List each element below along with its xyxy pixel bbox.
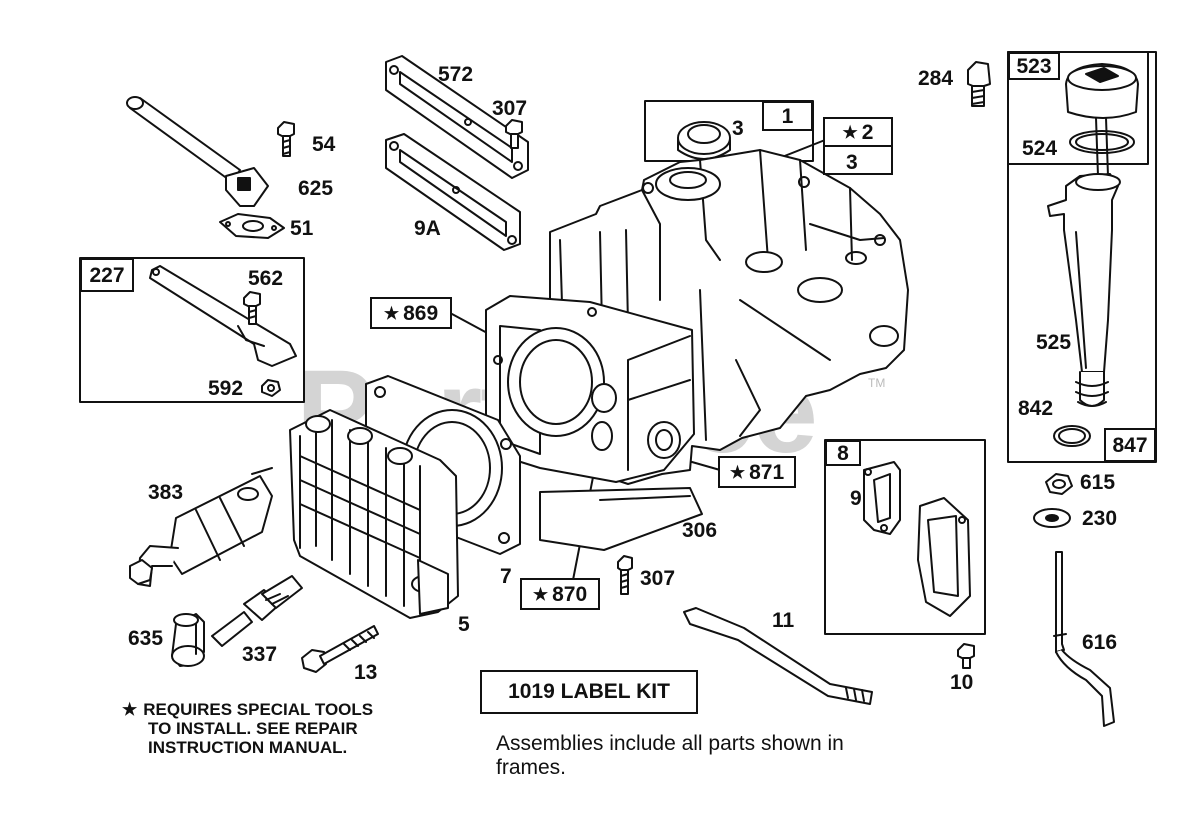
label-kit-box: 1019 LABEL KIT bbox=[480, 670, 698, 714]
part-615-nut bbox=[1045, 473, 1073, 495]
assemblies-note: Assemblies include all parts shown in fr… bbox=[496, 732, 844, 779]
part-625-tube bbox=[126, 96, 269, 207]
callout-871: ★871 bbox=[718, 456, 796, 488]
callout-562: 562 bbox=[248, 267, 284, 290]
frame-227 bbox=[79, 257, 305, 403]
callout-870: ★870 bbox=[520, 578, 600, 610]
part-572-gasket bbox=[385, 55, 529, 179]
part-869-plate bbox=[485, 295, 695, 483]
note-star: ★ bbox=[122, 700, 138, 719]
part-13-bolt bbox=[301, 625, 379, 673]
part-307-bolt-lower bbox=[617, 555, 633, 595]
part-842-oring bbox=[1053, 425, 1091, 447]
frame-8 bbox=[824, 439, 986, 635]
part-525-tube bbox=[1047, 173, 1121, 407]
callout-9: 9 bbox=[850, 487, 862, 510]
callout-307-lower: 307 bbox=[640, 567, 676, 590]
callout-284: 284 bbox=[918, 67, 954, 90]
callout-7: 7 bbox=[500, 565, 512, 588]
part-616-link bbox=[1053, 551, 1115, 727]
callout-2: ★2 bbox=[823, 117, 893, 147]
part-284-bolt bbox=[967, 61, 991, 107]
part-230-washer bbox=[1033, 508, 1071, 528]
callout-306: 306 bbox=[682, 519, 718, 542]
callout-616: 616 bbox=[1082, 631, 1118, 654]
callout-230: 230 bbox=[1082, 507, 1118, 530]
callout-383: 383 bbox=[148, 481, 184, 504]
part-562-bracket bbox=[149, 265, 297, 367]
callout-8: 8 bbox=[825, 440, 861, 466]
part-635-boot bbox=[171, 613, 205, 667]
part-307-bolt-top bbox=[505, 119, 523, 149]
frame-523 bbox=[1007, 51, 1149, 165]
part-10-screw bbox=[957, 643, 975, 669]
part-51-gasket bbox=[219, 213, 285, 239]
callout-54: 54 bbox=[312, 133, 336, 156]
callout-592: 592 bbox=[208, 377, 244, 400]
part-54-bolt bbox=[277, 121, 295, 157]
callout-1: 1 bbox=[762, 101, 813, 131]
callout-337: 337 bbox=[242, 643, 278, 666]
callout-869: ★869 bbox=[370, 297, 452, 329]
callout-9a: 9A bbox=[414, 217, 441, 240]
callout-307-top: 307 bbox=[492, 97, 528, 120]
callout-625: 625 bbox=[298, 177, 334, 200]
part-5-cylinder-head bbox=[289, 409, 459, 619]
watermark-tm: TM bbox=[868, 376, 886, 390]
part-9-gasket bbox=[863, 461, 901, 535]
callout-51: 51 bbox=[290, 217, 314, 240]
callout-3-sub: 3 bbox=[846, 151, 858, 174]
callout-523: 523 bbox=[1008, 52, 1060, 80]
callout-227: 227 bbox=[80, 258, 134, 292]
part-383-assembly bbox=[129, 467, 273, 587]
part-11-rod bbox=[683, 607, 873, 705]
callout-842: 842 bbox=[1018, 397, 1054, 420]
special-tools-note: ★REQUIRES SPECIAL TOOLS TO INSTALL. SEE … bbox=[122, 700, 374, 757]
part-337-spark-plug bbox=[211, 575, 303, 647]
callout-524: 524 bbox=[1022, 137, 1058, 160]
part-306-gasket bbox=[539, 487, 703, 551]
part-592-nut bbox=[261, 379, 281, 397]
part-9a-gasket bbox=[385, 133, 521, 251]
callout-572: 572 bbox=[438, 63, 474, 86]
callout-11: 11 bbox=[772, 609, 795, 632]
callout-635: 635 bbox=[128, 627, 164, 650]
callout-615: 615 bbox=[1080, 471, 1116, 494]
part-524-oring bbox=[1069, 130, 1135, 154]
callout-13: 13 bbox=[354, 661, 378, 684]
part-562-screw bbox=[243, 291, 261, 325]
callout-2-frame bbox=[823, 145, 893, 175]
callout-525: 525 bbox=[1036, 331, 1072, 354]
part-8-cover bbox=[917, 497, 971, 617]
part-3-seal bbox=[677, 121, 731, 160]
callout-5: 5 bbox=[458, 613, 470, 636]
callout-847: 847 bbox=[1104, 428, 1156, 462]
part-523-cap bbox=[1065, 63, 1139, 177]
callout-10: 10 bbox=[950, 671, 974, 694]
callout-3-seal: 3 bbox=[732, 117, 744, 140]
